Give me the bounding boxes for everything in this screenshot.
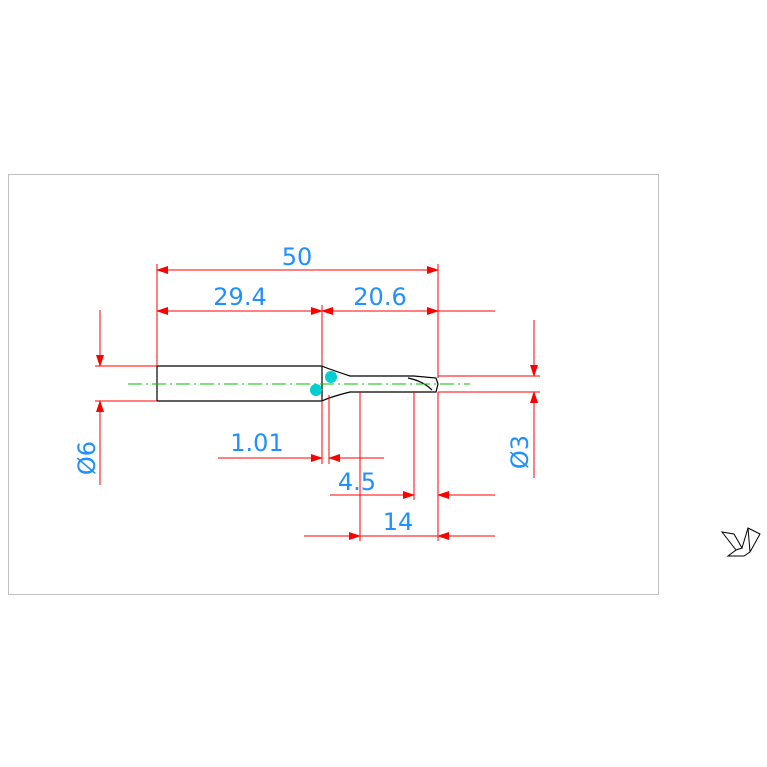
tip-point: [413, 375, 439, 393]
grip-top[interactable]: [325, 371, 337, 383]
selection-grips[interactable]: [310, 371, 337, 396]
neck-transition: [321, 365, 360, 377]
dim-29-4-text[interactable]: 29.4: [213, 283, 266, 311]
dim-1-01-text[interactable]: 1.01: [230, 429, 283, 457]
part-outline[interactable]: [156, 365, 439, 402]
dim-d3-text[interactable]: Ø3: [506, 435, 534, 469]
dim-4-5-text[interactable]: 4.5: [338, 468, 376, 496]
dimension-texts: 50 29.4 20.6 1.01 4.5 14 Ø6 Ø3: [73, 243, 534, 536]
grip-bottom[interactable]: [310, 384, 322, 396]
dim-50-text[interactable]: 50: [282, 243, 313, 271]
neck-transition-lower: [321, 391, 360, 402]
dim-d6-text[interactable]: Ø6: [73, 441, 101, 475]
dim-20-6-text[interactable]: 20.6: [353, 283, 406, 311]
drawing-frame: [8, 174, 659, 595]
dimension-lines: [95, 264, 540, 541]
ucs-icon: [720, 527, 761, 557]
tip-flute: [407, 377, 433, 391]
dim-14-text[interactable]: 14: [383, 508, 414, 536]
